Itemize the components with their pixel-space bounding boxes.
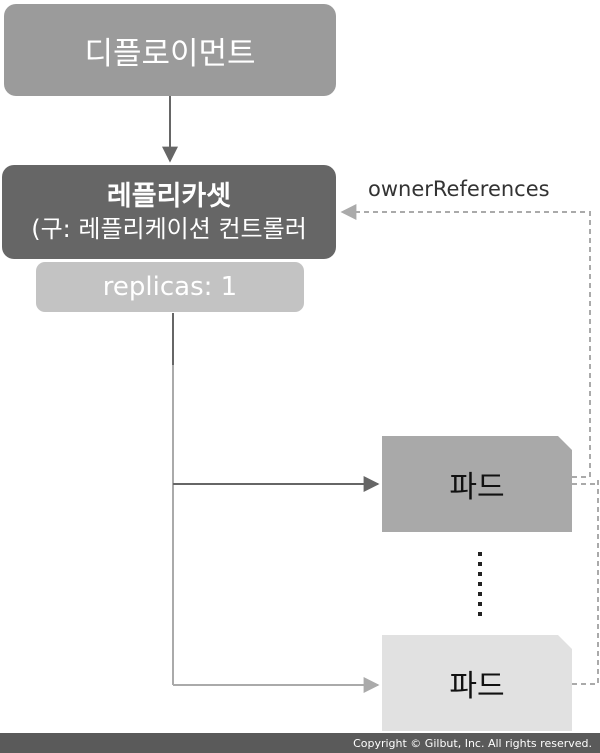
replicas-label: replicas: 1 [102, 272, 238, 302]
replicaset-title: 레플리카셋 [106, 181, 232, 212]
replicaset-subtitle: (구: 레플리케이션 컨트롤러 [31, 215, 307, 243]
deployment-box: 디플로이먼트 [4, 4, 336, 96]
owner-references-dashed-line-pod2 [572, 477, 599, 685]
pod-label-2: 파드 [449, 669, 505, 704]
owner-references-label: ownerReferences [368, 177, 550, 201]
copyright-text: Copyright © Gilbut, Inc. All rights rese… [353, 736, 592, 750]
replicas-box: replicas: 1 [36, 262, 304, 312]
pod-box-1: 파드 [382, 436, 572, 532]
owner-references-dashed-line [340, 204, 591, 478]
pod-box-2: 파드 [382, 635, 572, 731]
pod-label-1: 파드 [449, 470, 505, 505]
replicaset-box: 레플리카셋 (구: 레플리케이션 컨트롤러 [2, 165, 336, 259]
copyright-footer: Copyright © Gilbut, Inc. All rights rese… [0, 733, 600, 753]
deployment-label: 디플로이먼트 [84, 35, 256, 72]
